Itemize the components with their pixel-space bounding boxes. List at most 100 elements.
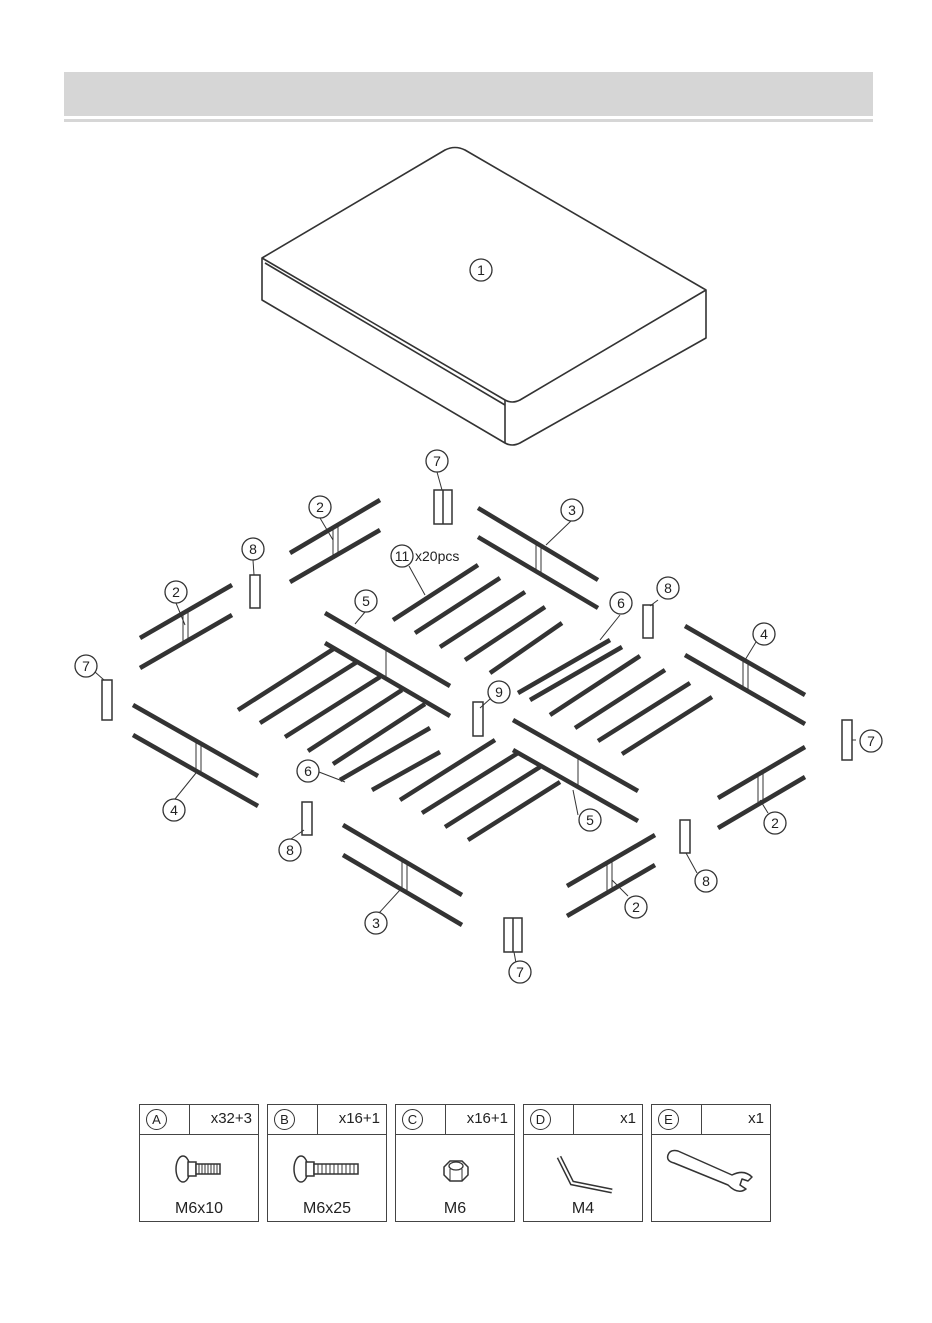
hardware-letter: E	[658, 1109, 679, 1130]
svg-text:2: 2	[316, 499, 324, 515]
svg-text:7: 7	[516, 964, 524, 980]
allen-key-icon	[524, 1135, 644, 1195]
callout-p7c: 7	[860, 730, 882, 752]
hardware-letter: B	[274, 1109, 295, 1130]
part-6-upper	[518, 640, 622, 700]
callout-p5b: 5	[579, 809, 601, 831]
part-4-left	[133, 705, 258, 806]
hardware-letter-box: C	[396, 1105, 446, 1134]
svg-text:x20pcs: x20pcs	[415, 548, 459, 564]
part-3-top	[478, 508, 598, 608]
callout-p4a: 4	[163, 799, 185, 821]
hardware-size: M6x10	[140, 1200, 258, 1218]
bracket-8-b	[643, 605, 653, 638]
hardware-letter-box: D	[524, 1105, 574, 1134]
svg-text:7: 7	[867, 733, 875, 749]
hardware-letter-box: A	[140, 1105, 190, 1134]
hardware-head: A x32+3	[140, 1105, 258, 1135]
svg-text:5: 5	[362, 593, 370, 609]
svg-text:4: 4	[760, 626, 768, 642]
part-2-right	[718, 747, 805, 828]
leg-7-bottom	[504, 918, 522, 952]
callout-p7a: 7	[426, 450, 448, 472]
long-bolt-icon	[268, 1135, 388, 1195]
assembly-diagram: 1	[0, 0, 932, 1090]
hardware-item-b: B x16+1 M6x25	[267, 1104, 387, 1222]
hardware-size: M6x25	[268, 1200, 386, 1218]
callout-p8d: 8	[695, 870, 717, 892]
callout-p3b: 3	[365, 912, 387, 934]
svg-text:3: 3	[372, 915, 380, 931]
svg-text:3: 3	[568, 502, 576, 518]
hardware-head: C x16+1	[396, 1105, 514, 1135]
svg-text:9: 9	[495, 684, 503, 700]
callout-p2c: 2	[764, 812, 786, 834]
svg-text:2: 2	[771, 815, 779, 831]
part-6-lower	[340, 728, 440, 790]
hardware-head: E x1	[652, 1105, 770, 1135]
svg-text:11: 11	[395, 548, 410, 564]
bracket-8-a	[250, 575, 260, 608]
callout-p5a: 5	[355, 590, 377, 612]
hardware-qty: x16+1	[467, 1110, 508, 1127]
callout-p2a: 2	[309, 496, 331, 518]
hardware-qty: x16+1	[339, 1110, 380, 1127]
callout-p8b: 8	[657, 577, 679, 599]
hardware-letter-box: E	[652, 1105, 702, 1134]
hardware-item-c: C x16+1 M6	[395, 1104, 515, 1222]
svg-text:5: 5	[586, 812, 594, 828]
part-4-right	[685, 626, 805, 724]
hardware-size: M6	[396, 1200, 514, 1218]
hardware-letter: D	[530, 1109, 551, 1130]
svg-text:2: 2	[632, 899, 640, 915]
leg-7-top	[434, 490, 452, 524]
callout-p9: 9	[488, 681, 510, 703]
mattress	[262, 148, 706, 446]
callout-p4b: 4	[753, 623, 775, 645]
slats-top	[393, 565, 562, 673]
callout-p2d: 2	[625, 896, 647, 918]
callout-p3a: 3	[561, 499, 583, 521]
short-bolt-icon	[140, 1135, 260, 1195]
hardware-item-e: E x1	[651, 1104, 771, 1222]
leg-7-right	[842, 720, 852, 760]
callout-p8a: 8	[242, 538, 264, 560]
callout-p2b: 2	[165, 581, 187, 603]
svg-text:7: 7	[82, 658, 90, 674]
svg-text:7: 7	[433, 453, 441, 469]
leg-7-left	[102, 680, 112, 720]
svg-text:1: 1	[477, 262, 485, 278]
callout-p6b: 6	[297, 760, 319, 782]
hardware-qty: x32+3	[211, 1110, 252, 1127]
hardware-item-d: D x1 M4	[523, 1104, 643, 1222]
svg-text:8: 8	[702, 873, 710, 889]
svg-text:8: 8	[286, 842, 294, 858]
callout-p7d: 7	[509, 961, 531, 983]
svg-text:4: 4	[170, 802, 178, 818]
hardware-letter: C	[402, 1109, 423, 1130]
callout-slats: 11 x20pcs	[391, 545, 459, 567]
hardware-item-a: A x32+3 M6x10	[139, 1104, 259, 1222]
slats-bottom	[400, 740, 560, 840]
hardware-letter-box: B	[268, 1105, 318, 1134]
svg-text:8: 8	[664, 580, 672, 596]
part-3-bottom	[343, 825, 462, 925]
callout-p8c: 8	[279, 839, 301, 861]
svg-text:6: 6	[304, 763, 312, 779]
mattress-callout: 1	[470, 259, 492, 281]
hardware-head: B x16+1	[268, 1105, 386, 1135]
bracket-8-d	[680, 820, 690, 853]
wrench-icon	[652, 1135, 772, 1195]
callout-p6a: 6	[610, 592, 632, 614]
slats-right	[550, 656, 712, 754]
hardware-table: A x32+3 M6x10 B x16+1 M6x25	[139, 1104, 773, 1224]
hardware-size: M4	[524, 1200, 642, 1218]
hardware-letter: A	[146, 1109, 167, 1130]
part-2-top	[290, 500, 380, 582]
callout-p7b: 7	[75, 655, 97, 677]
hardware-qty: x1	[748, 1110, 764, 1127]
svg-text:8: 8	[249, 541, 257, 557]
hex-nut-icon	[396, 1135, 516, 1195]
hardware-qty: x1	[620, 1110, 636, 1127]
svg-text:2: 2	[172, 584, 180, 600]
